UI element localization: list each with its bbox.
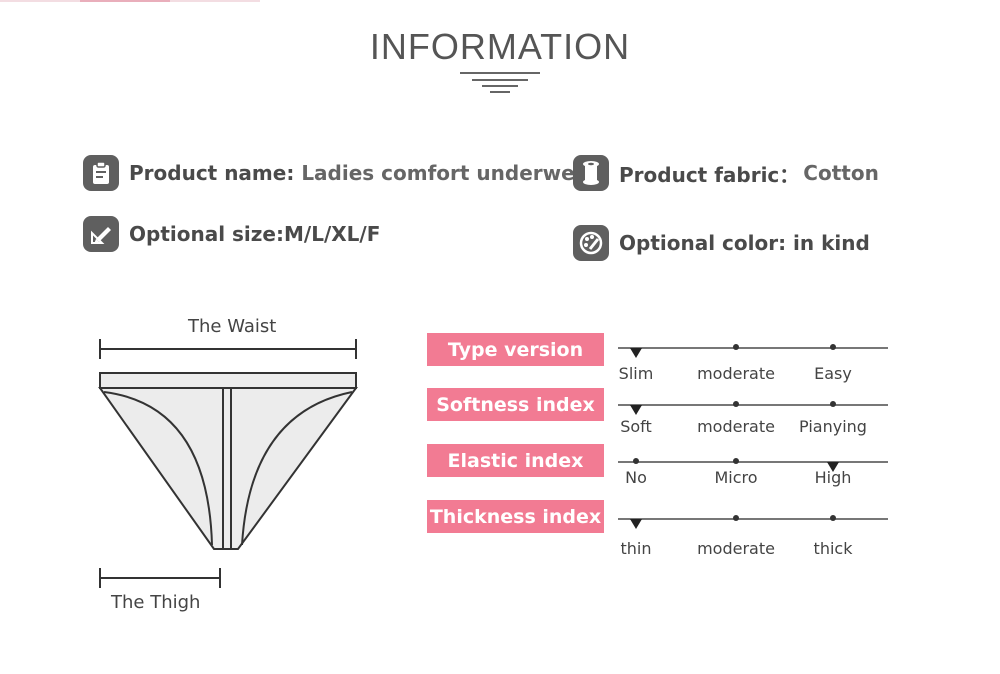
selected-marker: [630, 348, 642, 358]
underwear-diagram: [98, 339, 358, 588]
index-option: Slim: [618, 364, 654, 383]
product-name-label: Product name:: [129, 161, 295, 185]
page-title: INFORMATION: [369, 26, 631, 67]
index-option: Soft: [620, 417, 652, 436]
index-scale-line: [618, 518, 888, 520]
selected-marker: [827, 462, 839, 472]
index-option: moderate: [697, 539, 775, 558]
top-accent-highlight: [80, 0, 170, 2]
scale-dot: [830, 401, 836, 407]
product-fabric-label: Product fabric：: [619, 162, 800, 187]
product-fabric-row: Product fabric：Cotton: [573, 155, 879, 191]
index-option: thin: [620, 539, 652, 558]
index-label-1: Softness index: [427, 388, 604, 421]
index-option: moderate: [697, 417, 775, 436]
scale-dot: [733, 401, 739, 407]
optional-size-row: Optional size:M/L/XL/F: [83, 216, 380, 252]
index-option: No: [625, 468, 647, 487]
title-underline-decoration: [460, 72, 540, 94]
scale-dot: [733, 344, 739, 350]
index-scale-line: [618, 347, 888, 349]
index-scale-line: [618, 461, 888, 463]
scale-dot: [830, 344, 836, 350]
index-option: Micro: [714, 468, 758, 487]
scale-dot: [830, 515, 836, 521]
optional-color-row: Optional color: in kind: [573, 225, 870, 261]
index-option: Easy: [814, 364, 852, 383]
thread-spool-icon: [573, 155, 609, 191]
scale-dot: [733, 515, 739, 521]
top-accent-bar: [0, 0, 260, 2]
ruler-pencil-icon: [83, 216, 119, 252]
product-name-row: Product name: Ladies comfort underwear: [83, 155, 598, 191]
optional-color-label: Optional color: in kind: [619, 231, 870, 255]
palette-icon: [573, 225, 609, 261]
index-option: moderate: [697, 364, 775, 383]
optional-size-label: Optional size:M/L/XL/F: [129, 222, 381, 246]
index-option: High: [814, 468, 852, 487]
selected-marker: [630, 405, 642, 415]
waist-label: The Waist: [188, 316, 277, 337]
scale-dot: [633, 458, 639, 464]
product-name-value: Ladies comfort underwear: [301, 161, 599, 185]
index-label-2: Elastic index: [427, 444, 604, 477]
index-option: Pianying: [799, 417, 867, 436]
index-label-3: Thickness index: [427, 500, 604, 533]
index-label-0: Type version: [427, 333, 604, 366]
index-scale-line: [618, 404, 888, 406]
clipboard-icon: [83, 155, 119, 191]
thigh-label: The Thigh: [111, 592, 201, 613]
selected-marker: [630, 519, 642, 529]
index-option: thick: [813, 539, 853, 558]
product-fabric-value: Cotton: [803, 161, 879, 185]
scale-dot: [733, 458, 739, 464]
